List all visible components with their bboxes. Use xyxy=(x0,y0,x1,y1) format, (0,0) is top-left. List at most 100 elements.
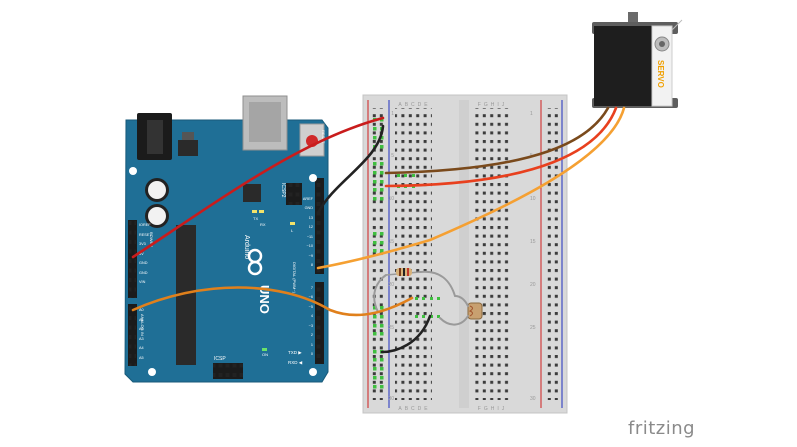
gray-wire-2 xyxy=(419,270,456,297)
pin-label: ~5 xyxy=(309,305,313,309)
pin-label: A5 xyxy=(139,356,144,360)
pin-label: ~10 xyxy=(307,244,313,248)
analog-header-label: ANALOG IN xyxy=(140,314,145,336)
brown-servo-wire xyxy=(384,106,610,175)
mounting-hole xyxy=(309,368,317,376)
pin-label: ~6 xyxy=(309,295,313,299)
row-number: 15 xyxy=(530,239,536,245)
mounting-hole xyxy=(309,174,317,182)
photoresistor xyxy=(467,302,483,320)
gray-wire-1 xyxy=(373,274,387,313)
power-jack-inner xyxy=(147,120,163,154)
icsp-label: ICSP xyxy=(214,356,226,362)
mounting-hole xyxy=(129,167,137,175)
pin-label: RESET xyxy=(139,233,152,237)
arduino-uno-board: RESET ICSP2 ICSP TX RX L ON UNO Arduin xyxy=(124,95,329,383)
tx-led xyxy=(252,210,257,213)
rx-led xyxy=(259,210,264,213)
arduino-pcb xyxy=(124,119,329,383)
orange-analog-wire xyxy=(131,286,414,317)
digital-header-bottom-pins xyxy=(316,282,323,364)
pin-label: A3 xyxy=(139,337,144,341)
pin-label: 5V xyxy=(139,252,144,256)
power-pin-labels: IOREF RESET 3V3 5V GND GND VIN xyxy=(139,223,152,284)
servo-horn-center xyxy=(659,41,665,47)
row-number: 10 xyxy=(530,196,536,202)
digital-header-label: DIGITAL (PWM~) xyxy=(292,262,297,294)
rxd-label: RXD ◀ xyxy=(288,360,303,365)
icsp-pins xyxy=(213,363,243,379)
row-numbers: 1 5 10 15 20 25 30 xyxy=(388,111,394,402)
row-number: 1 xyxy=(530,111,533,117)
icsp2-pins xyxy=(286,183,302,205)
capacitor-2-top xyxy=(148,207,166,225)
power-header-label: POWER xyxy=(149,232,154,247)
black-gnd-wire xyxy=(316,124,385,215)
rx-label: RX xyxy=(260,222,266,227)
pin-label: ~9 xyxy=(309,254,313,258)
pin-label: GND xyxy=(139,261,148,265)
tx-label: TX xyxy=(253,216,258,221)
uno-label: UNO xyxy=(257,285,272,314)
servo-arm-line xyxy=(671,19,683,31)
on-led xyxy=(262,348,267,351)
voltage-regulator-tab xyxy=(182,132,194,140)
row-number: 10 xyxy=(388,196,394,202)
analog-header-pins xyxy=(129,304,136,366)
digital-header-top-pins xyxy=(316,178,323,274)
infinity-logo-icon xyxy=(247,248,263,276)
voltage-regulator xyxy=(178,140,198,156)
holes-block-right xyxy=(473,108,510,400)
row-number: 30 xyxy=(388,396,394,402)
digital-pin-labels: AREF GND 13 12 ~11 ~10 ~9 8 7 ~6 ~5 4 ~3… xyxy=(303,197,314,356)
usb-port-inner xyxy=(249,102,281,142)
black-ground-wire xyxy=(380,314,432,354)
pin-label: A0 xyxy=(139,308,144,312)
atmega-chip xyxy=(176,225,196,365)
holes-block-left xyxy=(395,108,432,400)
pin-label: 3V3 xyxy=(139,242,146,246)
pin-label: 4 xyxy=(311,314,313,318)
reset-label: RESET xyxy=(321,130,326,144)
pin-label: 1 xyxy=(311,343,313,347)
pin-label: GND xyxy=(305,206,314,210)
capacitor-1-top xyxy=(148,181,166,199)
fritzing-brand: fritzing xyxy=(628,418,696,439)
wires xyxy=(131,106,626,354)
servo-shaft xyxy=(628,12,638,26)
servo-motor: SERVO xyxy=(592,12,683,108)
breadboard-center-gap xyxy=(459,100,469,408)
red-5v-wire xyxy=(131,116,385,259)
row-number: 20 xyxy=(530,282,536,288)
icsp2-label: ICSP2 xyxy=(280,183,286,198)
on-label: ON xyxy=(262,352,268,357)
gray-wire-3 xyxy=(454,295,469,307)
pin-label: 0 xyxy=(311,352,313,356)
pin-label: VIN xyxy=(139,280,146,284)
txd-label: TXD ▶ xyxy=(288,350,302,355)
servo-body xyxy=(594,26,652,106)
row-number: 20 xyxy=(388,282,394,288)
row-number: 15 xyxy=(388,239,394,245)
pin-label: A1 xyxy=(139,318,144,322)
l-led xyxy=(290,222,295,225)
red-servo-wire xyxy=(384,106,618,188)
l-label: L xyxy=(291,228,294,233)
resistor xyxy=(385,268,421,276)
orange-servo-signal-wire xyxy=(316,106,626,270)
pin-label: 8 xyxy=(311,263,313,267)
arduino-logo: UNO Arduino xyxy=(243,235,272,314)
gray-wire-4 xyxy=(439,315,469,326)
pin-label: 2 xyxy=(311,333,313,337)
servo-label: SERVO xyxy=(656,60,665,88)
pin-label: GND xyxy=(139,271,148,275)
power-header-pins xyxy=(129,220,136,298)
pin-label: A4 xyxy=(139,346,144,350)
row-number: 25 xyxy=(388,325,394,331)
pin-label: ~11 xyxy=(307,235,313,239)
